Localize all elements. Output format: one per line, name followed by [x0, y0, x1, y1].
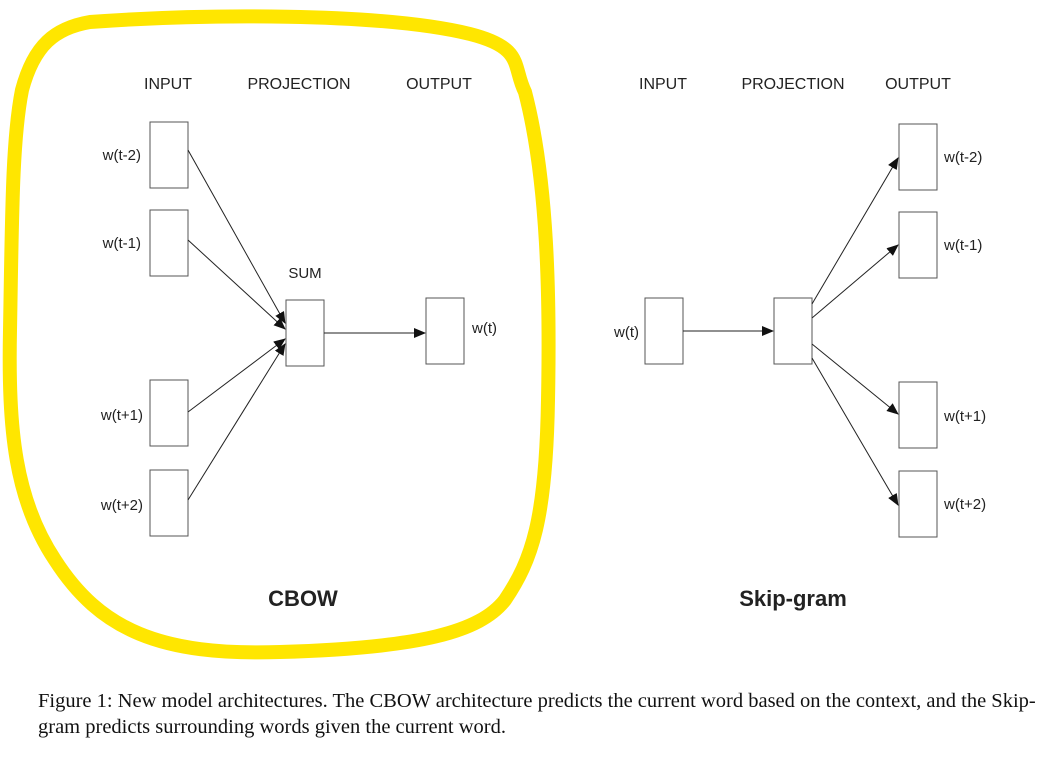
- cbow-header-projection: PROJECTION: [247, 76, 350, 93]
- cbow-input-label-t+1: w(t+1): [100, 407, 143, 424]
- cbow-header-output: OUTPUT: [406, 76, 472, 93]
- cbow-arrow-t-2: [187, 149, 286, 324]
- skipgram-output-box-t-1: [898, 211, 938, 279]
- skipgram-header-output: OUTPUT: [885, 76, 951, 93]
- cbow-sum-label: SUM: [288, 265, 321, 282]
- skipgram-projection-box: [773, 297, 813, 365]
- cbow-title: CBOW: [268, 586, 338, 611]
- skipgram-input-box: [644, 297, 684, 365]
- cbow-input-label-t-2: w(t-2): [102, 147, 141, 164]
- cbow-input-label-t-1: w(t-1): [102, 235, 141, 252]
- skipgram-output-label-t-1: w(t-1): [943, 237, 982, 254]
- cbow-arrow-t+2: [187, 343, 286, 501]
- cbow-arrow-t+1: [187, 338, 286, 413]
- skipgram-header-projection: PROJECTION: [741, 76, 844, 93]
- skipgram-output-box-t-2: [898, 123, 938, 191]
- skipgram-arrow-t+1: [811, 343, 899, 415]
- skipgram-output-box-t+1: [898, 381, 938, 449]
- skipgram-output-box-t+2: [898, 470, 938, 538]
- cbow-input-box-t-2: [149, 121, 189, 189]
- cbow-highlight-outline: [2, 9, 556, 660]
- skipgram-arrow-t+2: [811, 357, 899, 506]
- cbow-arrow-t-1: [187, 239, 286, 330]
- skipgram-output-label-t+2: w(t+2): [943, 496, 986, 513]
- skipgram-header-input: INPUT: [639, 76, 687, 93]
- skipgram-arrow-t-2: [811, 157, 899, 305]
- cbow-projection-box: [285, 299, 325, 367]
- skipgram-output-label-t-2: w(t-2): [943, 149, 982, 166]
- cbow-output-label: w(t): [471, 320, 497, 337]
- skipgram-title: Skip-gram: [739, 586, 847, 611]
- skipgram-input-label: w(t): [613, 324, 639, 341]
- cbow-header-input: INPUT: [144, 76, 192, 93]
- skipgram-arrow-t-1: [811, 244, 899, 319]
- cbow-input-label-t+2: w(t+2): [100, 497, 143, 514]
- cbow-input-box-t-1: [149, 209, 189, 277]
- skipgram-output-label-t+1: w(t+1): [943, 408, 986, 425]
- figure-caption: Figure 1: New model architectures. The C…: [38, 690, 1036, 738]
- cbow-output-box: [425, 297, 465, 365]
- model-architecture-diagram: INPUT PROJECTION OUTPUT w(t-2) w(t-1) w(…: [2, 9, 986, 660]
- cbow-input-box-t+1: [149, 379, 189, 447]
- cbow-input-box-t+2: [149, 469, 189, 537]
